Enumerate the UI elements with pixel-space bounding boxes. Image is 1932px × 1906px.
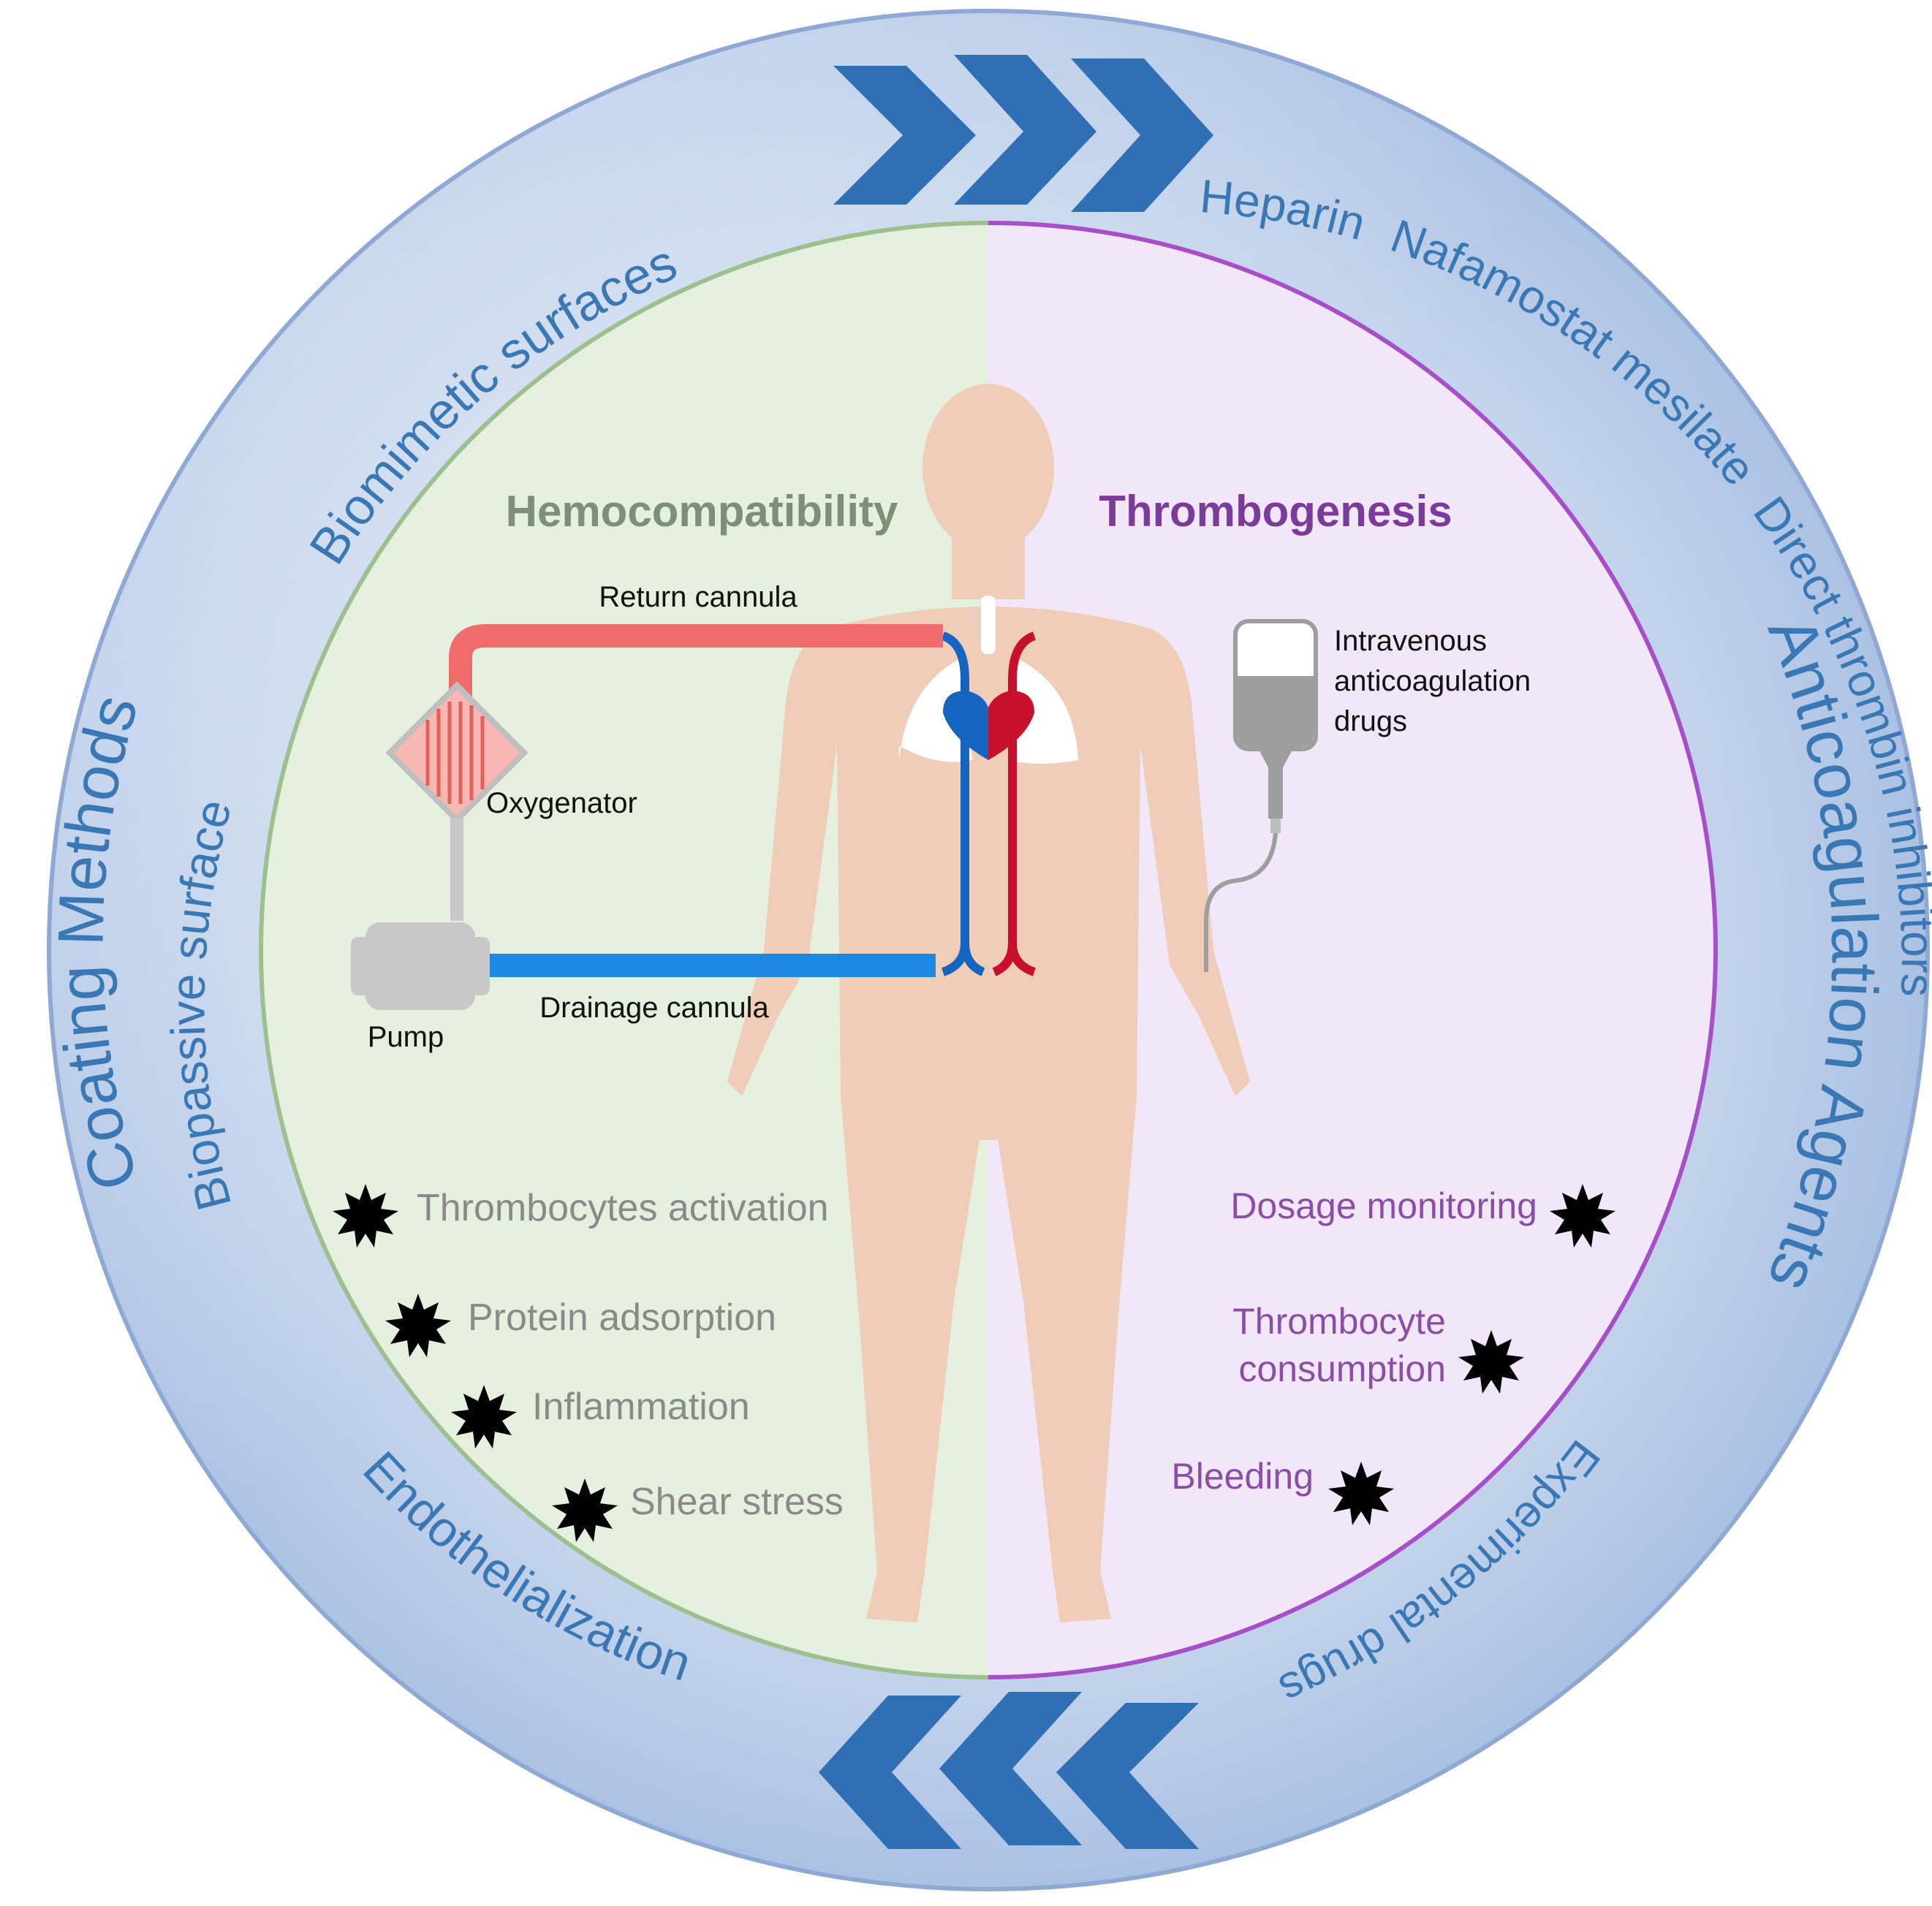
left-item: Inflammation [532, 1386, 750, 1428]
burst-icon [1328, 1462, 1394, 1525]
burst-icon [451, 1385, 517, 1449]
right-item: Thrombocyte [1232, 1301, 1446, 1342]
chevron-right-icon [954, 55, 1096, 205]
vein [941, 631, 985, 976]
left-item: Protein adsorption [468, 1296, 776, 1339]
right-panel-border [988, 221, 1718, 1679]
chevron-right-icon [833, 66, 976, 205]
left-panel-border [259, 221, 989, 1679]
burst-icon [333, 1184, 398, 1248]
iv-bag-icon [1204, 619, 1318, 972]
left-panel-title: Hemocompatibility [506, 487, 898, 536]
burst-icon [552, 1478, 618, 1542]
top-arrows [833, 55, 1213, 212]
burst-icon [385, 1294, 451, 1357]
right-item: Dosage monitoring [1230, 1185, 1537, 1226]
left-item: Thrombocytes activation [417, 1187, 829, 1229]
chevron-left-icon [939, 1692, 1082, 1845]
human-body-figure [727, 384, 1250, 1622]
right-item: Bleeding [1171, 1456, 1314, 1497]
lungs [899, 658, 1078, 764]
oxygenator-label: Oxygenator [486, 787, 637, 819]
artery [992, 631, 1037, 976]
oxygenator-icon [385, 681, 529, 824]
return-cannula [449, 624, 943, 702]
bottom-arrows [819, 1692, 1199, 1849]
burst-icon [1550, 1184, 1615, 1248]
right-panel-title: Thrombogenesis [1099, 487, 1452, 536]
chevron-right-icon [1071, 58, 1213, 212]
iv-label: Intravenous anticoagulation drugs [1334, 625, 1539, 737]
chevron-left-icon [1056, 1703, 1199, 1849]
left-items: Thrombocytes activation Protein adsorpti… [333, 1184, 844, 1542]
burst-icon [1458, 1330, 1524, 1394]
left-item: Shear stress [630, 1481, 844, 1523]
right-item: consumption [1239, 1348, 1447, 1389]
chevron-left-icon [819, 1696, 961, 1849]
right-items: Dosage monitoring Thrombocyte consumptio… [1171, 1184, 1615, 1525]
return-cannula-label: Return cannula [599, 581, 798, 613]
trachea [981, 596, 996, 654]
pump-label: Pump [368, 1021, 444, 1053]
drainage-cannula-label: Drainage cannula [539, 992, 769, 1024]
pump-icon [351, 922, 490, 1010]
